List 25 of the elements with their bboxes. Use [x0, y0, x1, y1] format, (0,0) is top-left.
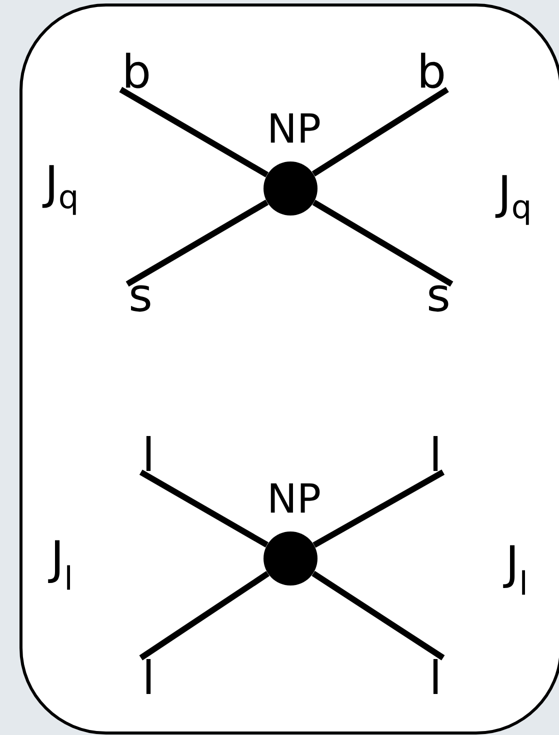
line	[312, 570, 445, 660]
particle-label: l	[433, 436, 438, 471]
particle-label: s	[131, 285, 150, 312]
current-label: J$_{q}$	[42, 165, 76, 215]
rounded-frame	[20, 4, 559, 734]
current-label: J$_{l}$	[48, 540, 70, 590]
particle-label: s	[429, 285, 448, 312]
line	[312, 200, 454, 287]
line	[119, 86, 269, 178]
line	[139, 571, 270, 660]
line	[126, 200, 269, 287]
particle-label: l	[146, 436, 151, 471]
vertex-label: NP	[270, 483, 320, 513]
vertex-label: NP	[270, 113, 320, 143]
particle-label: b	[421, 52, 444, 88]
line	[139, 470, 268, 548]
current-label: J$_{l}$	[503, 545, 525, 595]
vertex-dot	[264, 162, 318, 216]
line	[312, 470, 445, 548]
vertex-dot	[264, 532, 318, 586]
particle-label: b	[126, 52, 149, 88]
current-label: J$_{q}$	[495, 175, 529, 225]
particle-label: l	[146, 659, 151, 694]
particle-label: l	[433, 659, 438, 694]
line	[312, 86, 449, 176]
